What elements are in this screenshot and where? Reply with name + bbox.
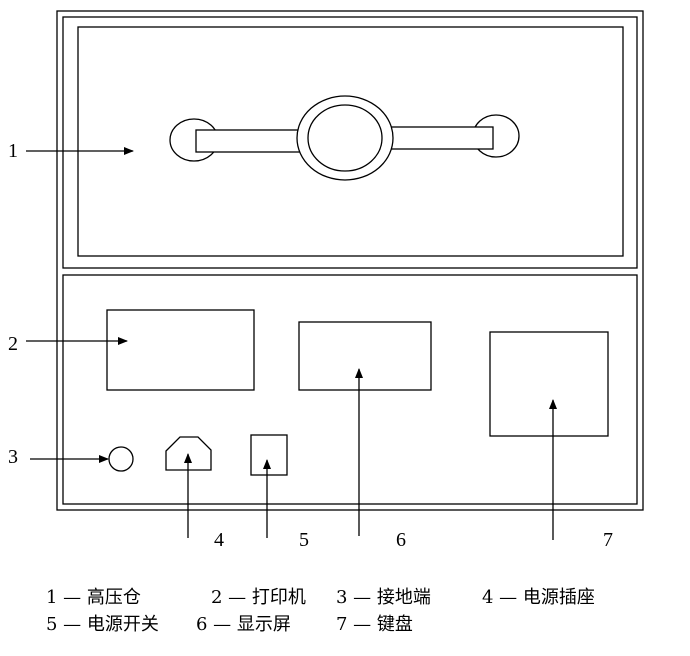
callout-7: 7 [603, 529, 613, 551]
legend-item-4: 4 — 电源插座 [482, 587, 595, 608]
legend-item-1: 1 — 高压仓 [46, 587, 141, 608]
callout-6: 6 [396, 529, 406, 551]
callout-2: 2 [8, 333, 18, 355]
center-cup-inner [307, 104, 383, 172]
callout-3: 3 [8, 446, 18, 468]
keyboard [489, 331, 609, 437]
legend-item-6: 6 — 显示屏 [196, 614, 291, 635]
left-rod [195, 129, 303, 153]
legend-item-5: 5 — 电源开关 [46, 614, 159, 635]
display-screen [298, 321, 432, 391]
right-rod [387, 126, 494, 150]
electrode-assembly [169, 95, 520, 181]
power-socket [165, 436, 212, 471]
legend-item-3: 3 — 接地端 [336, 587, 431, 608]
callout-1: 1 [8, 140, 18, 162]
device-diagram: 1 2 3 4 5 6 7 [8, 10, 644, 551]
printer [106, 309, 255, 391]
chamber-outer-frame [62, 16, 638, 269]
chamber-inner-frame [77, 26, 624, 257]
legend-item-2: 2 — 打印机 [211, 587, 306, 608]
control-panel [62, 274, 638, 505]
callout-4: 4 [214, 529, 224, 551]
callout-5: 5 [299, 529, 309, 551]
power-switch [250, 434, 288, 476]
outer-casing [56, 10, 644, 511]
ground-terminal [108, 446, 134, 472]
legend-item-7: 7 — 键盘 [336, 614, 413, 635]
